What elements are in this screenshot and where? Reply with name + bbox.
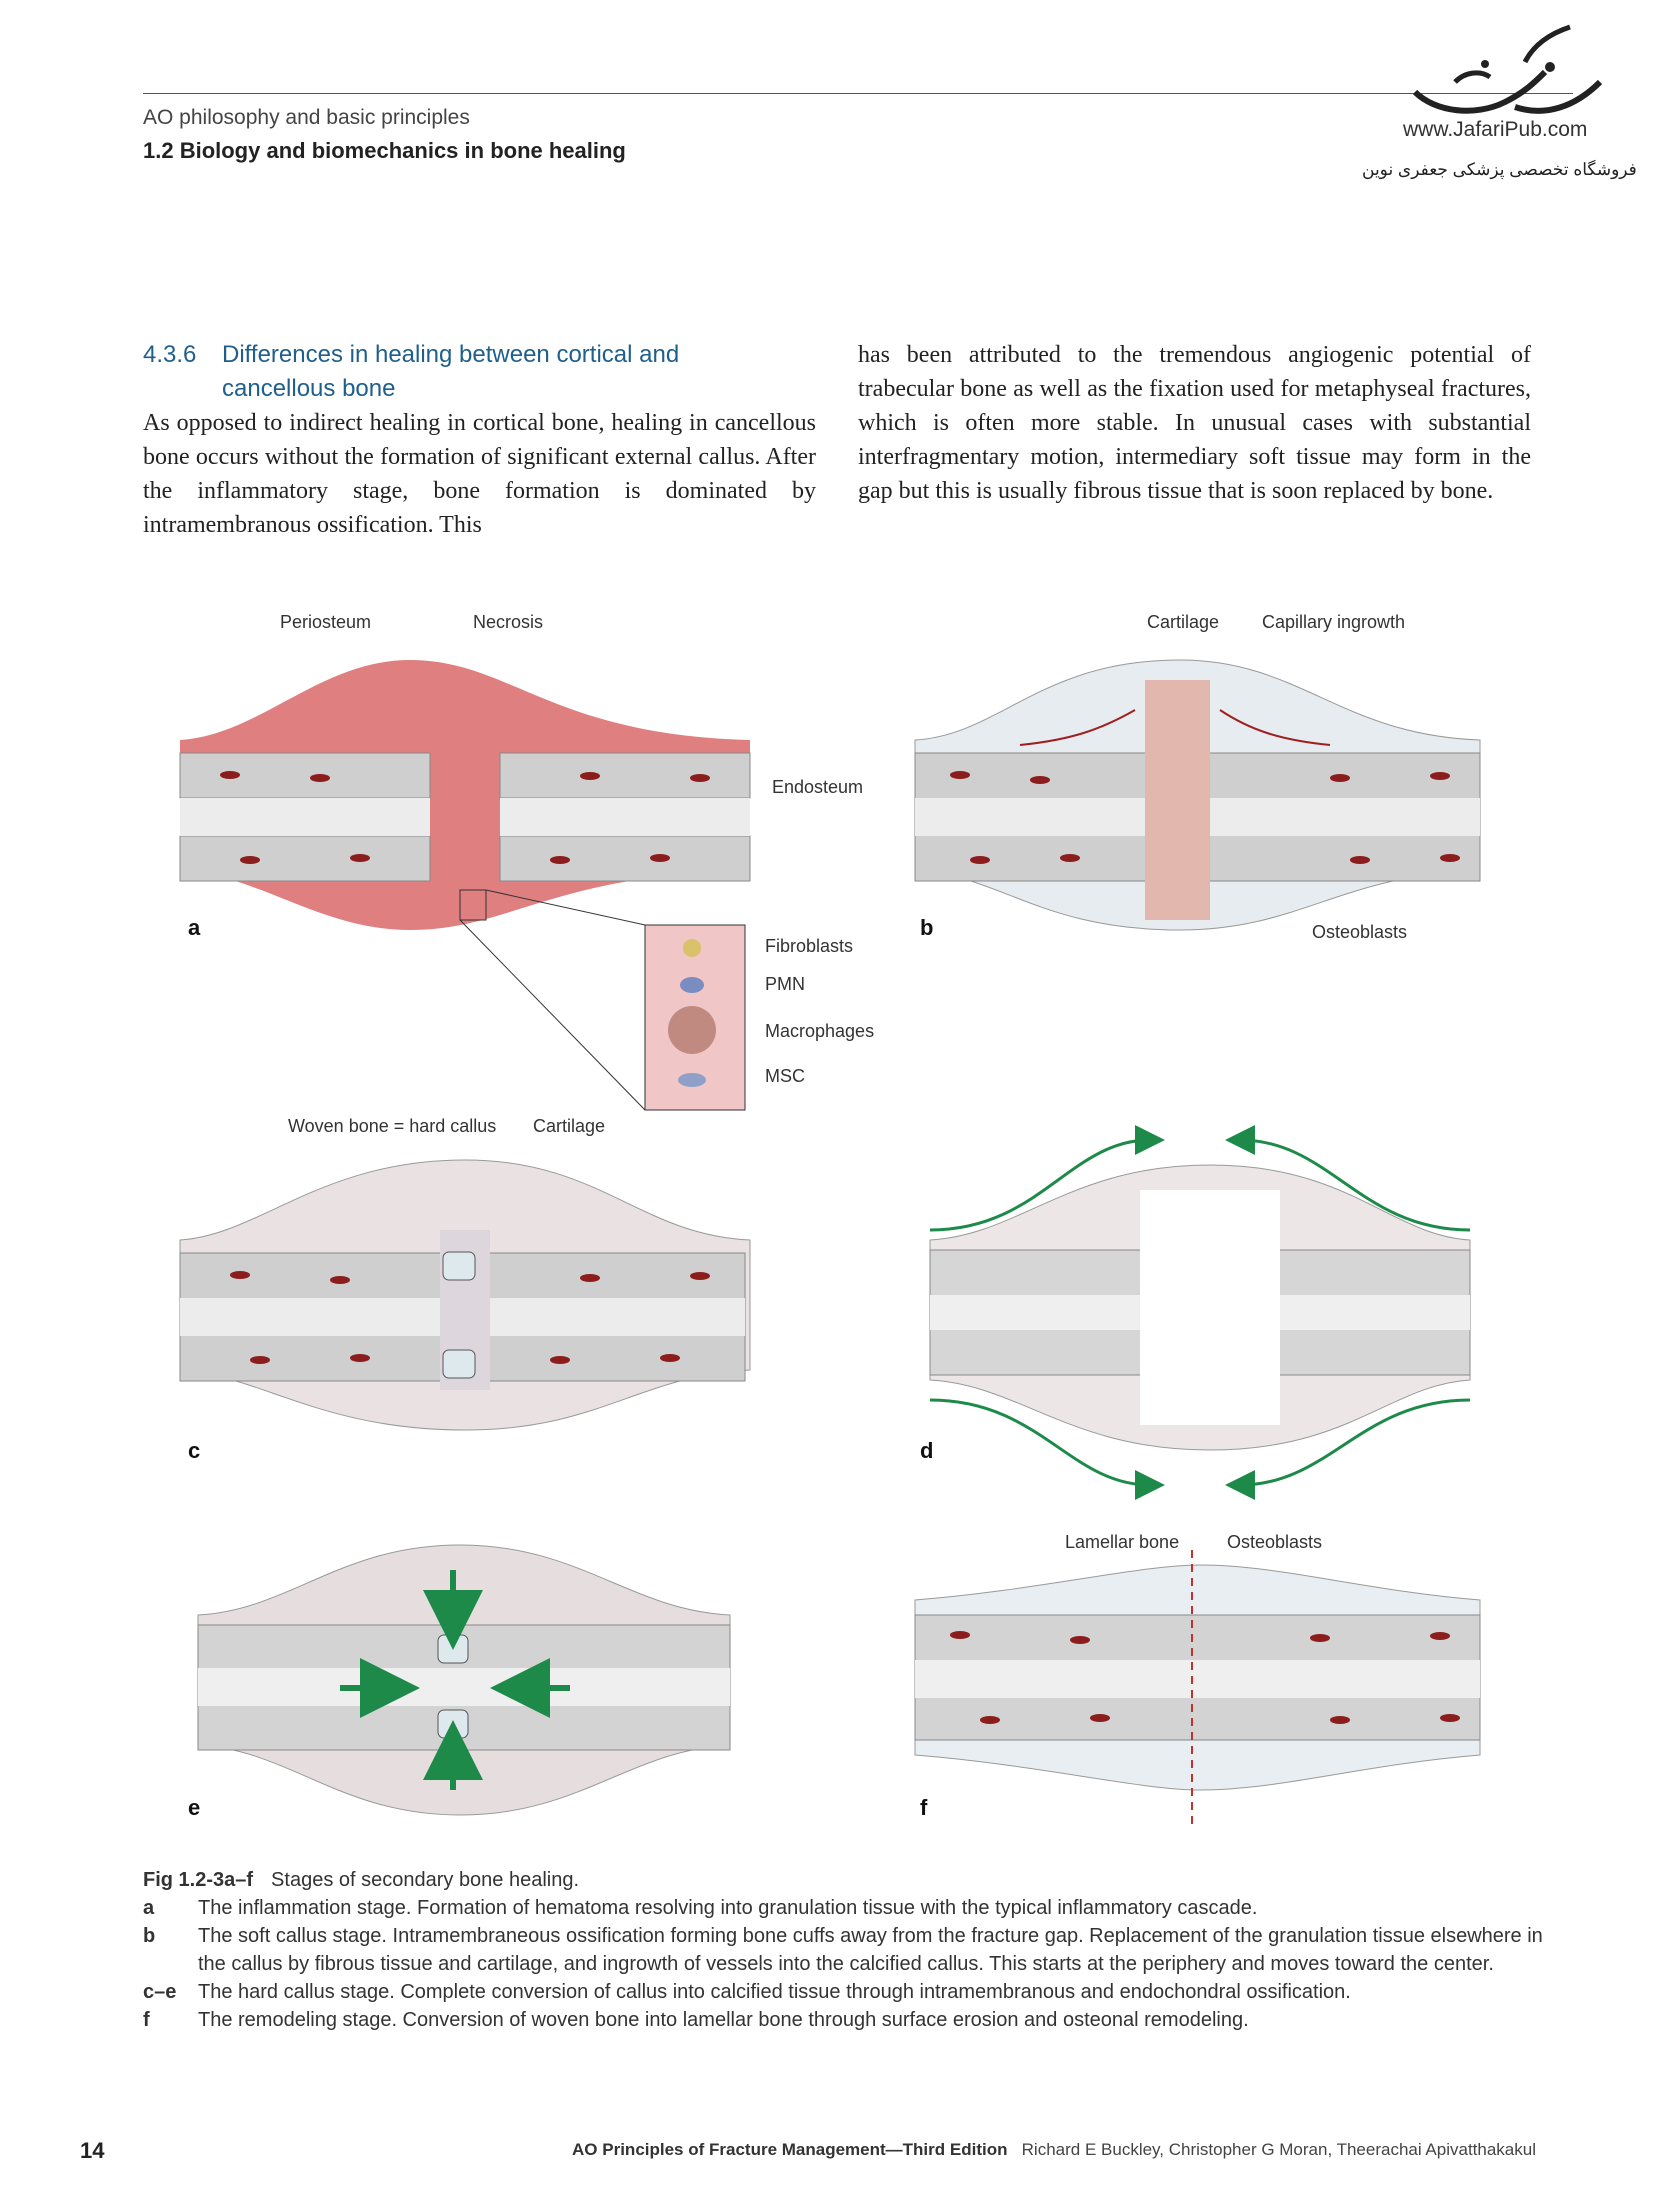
body-column-1: As opposed to indirect healing in cortic… <box>143 410 816 538</box>
label-macrophages: Macrophages <box>765 1021 874 1041</box>
publisher-url: www.JafariPub.com <box>1403 118 1588 141</box>
panel-b: Cartilage Capillary ingrowth Osteoblasts… <box>914 612 1481 942</box>
caption-item: b The soft callus stage. Intramembraneou… <box>143 1922 1543 1978</box>
label-lamellar-bone: Lamellar bone <box>1065 1532 1179 1552</box>
header-title: 1.2 Biology and biomechanics in bone hea… <box>143 138 626 163</box>
caption-item-text: The soft callus stage. Intramembraneous … <box>198 1925 1543 1975</box>
caption-title-text: Stages of secondary bone healing. <box>271 1869 580 1891</box>
caption-item-key: b <box>143 1925 156 1947</box>
caption-item: c–e The hard callus stage. Complete conv… <box>143 1978 1543 2006</box>
caption-item: f The remodeling stage. Conversion of wo… <box>143 2006 1543 2034</box>
label-necrosis: Necrosis <box>473 612 543 632</box>
panel-letter-a: a <box>188 915 201 940</box>
label-osteoblasts-b: Osteoblasts <box>1312 922 1407 942</box>
caption-item-key: a <box>143 1897 155 1919</box>
label-endosteum: Endosteum <box>772 777 863 797</box>
section-title-line1: Differences in healing between cortical … <box>222 341 680 368</box>
section-title-line2: cancellous bone <box>222 375 396 402</box>
caption-item-text: The remodeling stage. Conversion of wove… <box>198 2009 1249 2031</box>
figure-caption: Fig 1.2-3a–f Stages of secondary bone hea… <box>143 1866 1543 2034</box>
panel-letter-b: b <box>920 915 933 940</box>
header-subtitle: AO philosophy and basic principles <box>143 106 470 129</box>
publisher-tagline: فروشگاه تخصصی پزشکی جعفری نوین <box>1362 160 1637 179</box>
label-periosteum: Periosteum <box>280 612 371 632</box>
panel-letter-f: f <box>920 1795 928 1820</box>
caption-item-text: The inflammation stage. Formation of hem… <box>198 1897 1258 1919</box>
caption-item: a The inflammation stage. Formation of h… <box>143 1894 1543 1922</box>
body-column-2: has been attributed to the tremendous an… <box>858 342 1531 504</box>
footer-book-title: AO Principles of Fracture Management—Thi… <box>572 2140 1008 2159</box>
label-pmn: PMN <box>765 974 805 994</box>
publisher-logo <box>1412 24 1603 114</box>
section-number: 4.3.6 <box>143 341 197 368</box>
label-cartilage-c: Cartilage <box>533 1116 605 1136</box>
panel-a: Periosteum Necrosis Endosteum Fibroblast… <box>179 612 874 1111</box>
label-msc: MSC <box>765 1066 805 1086</box>
caption-title: Fig 1.2-3a–f Stages of secondary bone hea… <box>143 1866 1543 1894</box>
panel-letter-d: d <box>920 1438 933 1463</box>
header-rule <box>143 93 1573 94</box>
label-woven-bone: Woven bone = hard callus <box>288 1116 496 1136</box>
panel-f: Lamellar bone Osteoblasts f <box>914 1532 1481 1830</box>
caption-title-key: Fig 1.2-3a–f <box>143 1869 254 1891</box>
caption-item-text: The hard callus stage. Complete conversi… <box>198 1981 1351 2003</box>
caption-item-key: c–e <box>143 1981 177 2003</box>
footer-book-info: AO Principles of Fracture Management—Thi… <box>572 2140 1536 2160</box>
panel-letter-c: c <box>188 1438 200 1463</box>
panel-letter-e: e <box>188 1795 200 1820</box>
section-heading: 4.3.6 Differences in healing between cort… <box>143 338 743 406</box>
panel-c: Woven bone = hard callus Cartilage c <box>179 1116 751 1463</box>
page-number: 14 <box>80 2138 105 2163</box>
label-fibroblasts: Fibroblasts <box>765 936 853 956</box>
panel-d: d <box>920 1125 1471 1500</box>
footer-authors: Richard E Buckley, Christopher G Moran, … <box>1021 2140 1536 2159</box>
label-osteoblasts-f: Osteoblasts <box>1227 1532 1322 1552</box>
panel-e: e <box>188 1544 731 1820</box>
caption-item-key: f <box>143 2009 150 2031</box>
label-capillary-ingrowth: Capillary ingrowth <box>1262 612 1405 632</box>
bone-healing-figure: Periosteum Necrosis Endosteum Fibroblast… <box>179 612 1481 1830</box>
label-cartilage-b: Cartilage <box>1147 612 1219 632</box>
